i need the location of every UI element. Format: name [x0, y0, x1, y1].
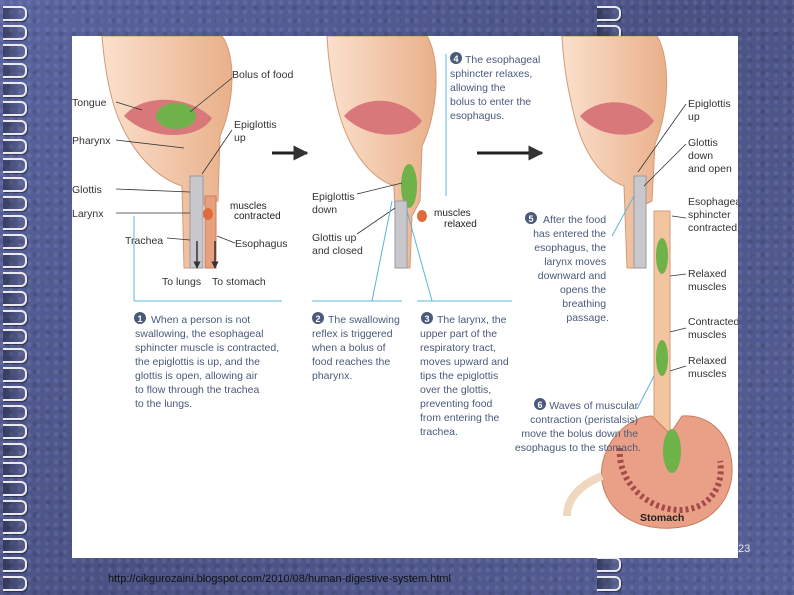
binding-ring	[597, 557, 621, 572]
label-bolus-of-food: Bolus of food	[232, 69, 293, 81]
slide-number: 23	[738, 543, 751, 555]
binding-ring	[3, 329, 27, 344]
binding-ring	[3, 101, 27, 116]
step-badge-1: 1	[137, 314, 142, 324]
step-badge-2: 2	[315, 314, 320, 324]
binding-ring	[3, 196, 27, 211]
step-badge-4: 4	[453, 54, 458, 64]
label-trachea: Trachea	[125, 235, 163, 247]
label-tongue: Tongue	[72, 97, 107, 109]
bolus-of-food-1	[156, 103, 196, 129]
source-url[interactable]: http://cikgurozaini.blogspot.com/2010/08…	[108, 573, 452, 585]
binding-ring	[3, 120, 27, 135]
binding-ring	[3, 405, 27, 420]
binding-ring	[3, 63, 27, 78]
binding-ring	[3, 82, 27, 97]
binding-ring	[3, 481, 27, 496]
binding-ring	[597, 6, 621, 21]
step-3-text: The larynx, the upper part of the respir…	[420, 314, 512, 438]
step-1-text: When a person is not swallowing, the eso…	[135, 314, 282, 410]
bolus-of-food-2	[401, 164, 417, 208]
label-to-lungs: To lungs	[162, 276, 201, 288]
binding-ring	[3, 557, 27, 572]
step-badge-3: 3	[424, 314, 429, 324]
binding-ring	[3, 158, 27, 173]
label-glottis: Glottis	[72, 184, 102, 196]
binding-ring	[3, 139, 27, 154]
label-stomach: Stomach	[640, 512, 684, 524]
binding-ring	[3, 538, 27, 553]
step-5-text: After the food has entered the esophagus…	[533, 214, 609, 324]
binding-ring	[3, 291, 27, 306]
binding-ring	[3, 6, 27, 21]
step-2-text: The swallowing reflex is triggered when …	[311, 314, 403, 382]
step-leader-lines	[133, 54, 655, 410]
binding-ring	[3, 519, 27, 534]
binding-ring	[3, 25, 27, 40]
head-illustration-3	[561, 36, 733, 529]
label-larynx: Larynx	[72, 208, 104, 220]
binding-ring	[3, 234, 27, 249]
step-6-text: Waves of muscular contraction (peristals…	[515, 400, 641, 454]
binding-ring	[3, 177, 27, 192]
ring-binding-left	[0, 0, 30, 595]
head-illustration-1	[101, 36, 233, 269]
binding-ring	[3, 386, 27, 401]
stomach-illustration	[601, 415, 733, 529]
step-badge-5: 5	[528, 214, 533, 224]
binding-ring	[3, 310, 27, 325]
binding-ring	[3, 253, 27, 268]
binding-ring	[3, 500, 27, 515]
binding-ring	[3, 367, 27, 382]
label-leader-lines	[115, 77, 687, 372]
binding-ring	[3, 272, 27, 287]
binding-ring	[3, 215, 27, 230]
binding-ring	[3, 443, 27, 458]
label-esophagus: Esophagus	[235, 238, 288, 250]
label-to-stomach: To stomach	[212, 276, 266, 288]
step-badge-6: 6	[537, 400, 542, 410]
step-4-text: The esophageal sphincter relaxes, allowi…	[450, 54, 543, 122]
binding-ring	[3, 424, 27, 439]
binding-ring	[3, 462, 27, 477]
step-badges: 1 2 3 4 5 6	[134, 52, 546, 410]
binding-ring	[3, 348, 27, 363]
binding-ring	[597, 576, 621, 591]
head-illustration-2	[326, 36, 437, 269]
label-pharynx: Pharynx	[72, 135, 111, 147]
binding-ring	[3, 44, 27, 59]
binding-ring	[3, 576, 27, 591]
